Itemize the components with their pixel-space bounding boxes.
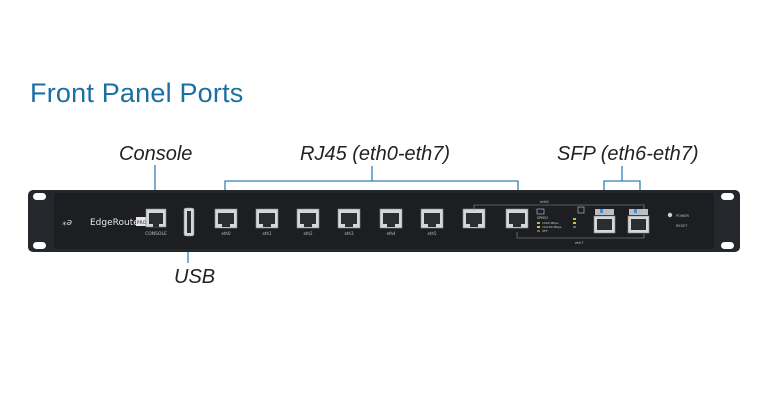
led-legend-10-100: 10/100 Mbps bbox=[542, 225, 562, 229]
rj45-port-4 bbox=[379, 208, 403, 229]
sfp-led-amber bbox=[573, 222, 576, 224]
rj45-port-6 bbox=[462, 208, 486, 229]
sfp-callout-label: SFP (eth6-eth7) bbox=[557, 143, 699, 165]
sfp-led-off bbox=[573, 226, 576, 228]
console-callout-label: Console bbox=[119, 143, 193, 165]
page-title: Front Panel Ports bbox=[30, 78, 244, 108]
led-green bbox=[537, 222, 540, 224]
mount-hole-bottom-right bbox=[721, 242, 734, 249]
rj45-port-label-1: eth1 bbox=[262, 231, 272, 236]
combo-bottom-label: eth7 bbox=[575, 240, 584, 245]
rj45-port-7 bbox=[505, 208, 529, 229]
model-badge bbox=[136, 217, 147, 226]
led-legend: SPEED 1000 Mbps 10/100 Mbps OFF bbox=[536, 208, 562, 233]
reset-label: RESET bbox=[676, 224, 688, 228]
model-badge-text: PRO bbox=[137, 220, 147, 226]
console-port-label: CONSOLE bbox=[145, 231, 167, 237]
rj45-port-label-3: eth3 bbox=[344, 231, 354, 236]
sfp-port-eth7 bbox=[627, 209, 650, 234]
mount-hole-top-left bbox=[33, 193, 46, 200]
led-legend-1000: 1000 Mbps bbox=[542, 221, 559, 225]
rj45-port-0 bbox=[214, 208, 238, 229]
usb-port bbox=[183, 207, 195, 237]
rj45-port-5 bbox=[420, 208, 444, 229]
usb-callout-label: USB bbox=[174, 266, 216, 288]
sfp-led-legend bbox=[573, 206, 585, 228]
combo-top-label: eth6 bbox=[540, 199, 549, 204]
led-amber bbox=[537, 226, 540, 228]
sfp-led-green bbox=[573, 218, 576, 220]
led-legend-off: OFF bbox=[542, 229, 548, 233]
rj45-port-label-2: eth2 bbox=[303, 231, 313, 236]
led-off bbox=[537, 230, 540, 232]
console-port bbox=[145, 208, 167, 228]
rj45-port-3 bbox=[337, 208, 361, 229]
reset-button bbox=[667, 212, 673, 218]
rj45-ports: eth0 eth1 eth2 eth3 eth4 eth5 bbox=[214, 208, 529, 236]
rj45-callout-label: RJ45 (eth0-eth7) bbox=[300, 143, 451, 165]
mount-hole-bottom-left bbox=[33, 242, 46, 249]
led-legend-speed: SPEED bbox=[537, 216, 548, 220]
combo-bracket-lines bbox=[473, 204, 645, 239]
power-label: POWER bbox=[676, 214, 690, 218]
rj45-port-1 bbox=[255, 208, 279, 229]
rj45-port-label-5: eth5 bbox=[427, 231, 437, 236]
ubiquiti-logo: ⁎ǝ bbox=[62, 218, 73, 228]
port-icon bbox=[536, 208, 545, 215]
rj45-port-label-0: eth0 bbox=[221, 231, 231, 236]
sfp-port-eth6 bbox=[593, 209, 616, 234]
brand-label: EdgeRouter bbox=[90, 218, 143, 228]
sfp-icon bbox=[577, 206, 585, 214]
mount-hole-top-right bbox=[721, 193, 734, 200]
rj45-port-2 bbox=[296, 208, 320, 229]
rj45-port-label-4: eth4 bbox=[386, 231, 396, 236]
